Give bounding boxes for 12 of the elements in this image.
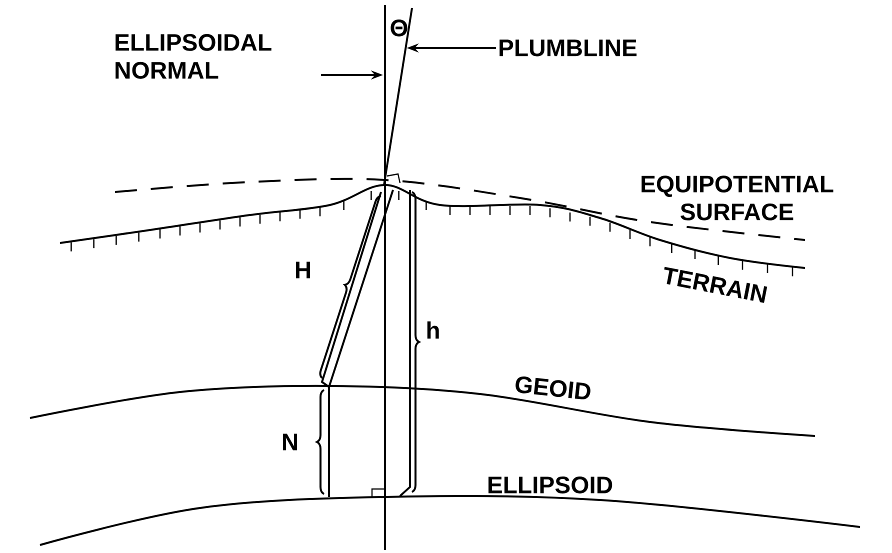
height-label: N <box>282 434 298 450</box>
surface-label: TERRAIN <box>664 266 768 303</box>
plumbline <box>383 8 413 186</box>
surface-label: ELLIPSOID <box>488 476 612 494</box>
callout-text: PLUMBLINE <box>500 40 637 56</box>
height-label: H <box>296 262 310 278</box>
height-label: h <box>427 321 439 339</box>
callout-text: ELLIPSOIDAL NORMAL <box>116 34 272 79</box>
surface-label: GEOID <box>516 376 590 400</box>
ellipsoidal-normal-line <box>384 5 386 550</box>
symbol-label: Θ <box>390 20 408 36</box>
surface-label: EQUIPOTENTIAL SURFACE <box>642 176 834 220</box>
